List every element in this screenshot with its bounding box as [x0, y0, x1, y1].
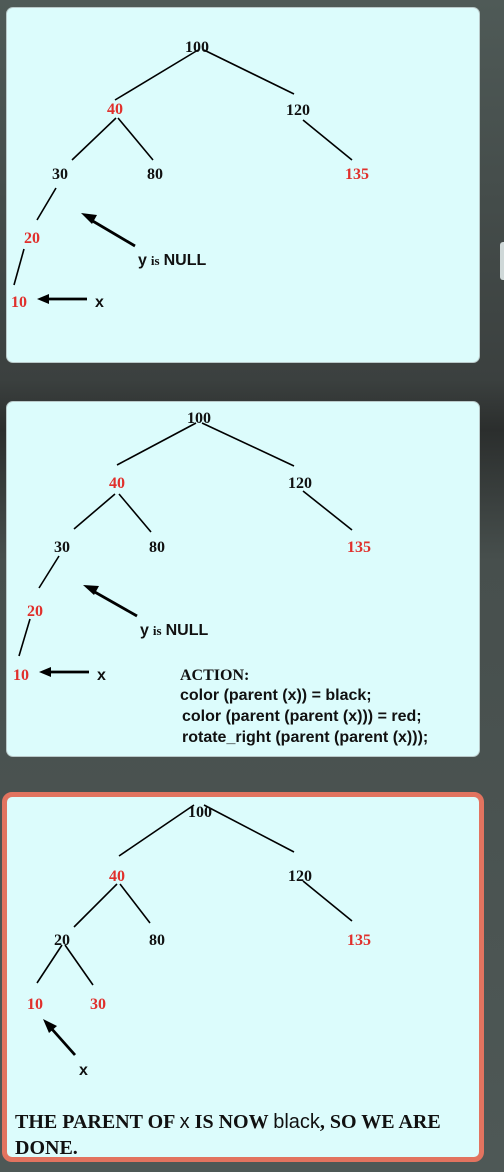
node-20: 20	[24, 230, 40, 247]
edge	[38, 555, 60, 589]
arrow-line	[92, 589, 138, 618]
arrow-head	[81, 213, 97, 224]
action-line-1: color (parent (x)) = black;	[180, 687, 372, 704]
edge	[18, 618, 31, 657]
node-30: 30	[54, 539, 70, 556]
edge	[117, 117, 154, 161]
node-40: 40	[107, 101, 123, 118]
node-40: 40	[109, 475, 125, 492]
conclusion-x: x	[179, 1111, 190, 1133]
edge	[118, 804, 195, 857]
conclusion-part: , SO WE ARE DONE.	[15, 1111, 441, 1159]
node-30: 30	[90, 996, 106, 1013]
node-80: 80	[147, 166, 163, 183]
node-135: 135	[347, 539, 371, 556]
side-tab	[500, 242, 504, 280]
node-135: 135	[345, 166, 369, 183]
node-10: 10	[13, 667, 29, 684]
edge	[64, 944, 94, 986]
conclusion-text: THE PARENT OF x IS NOW black, SO WE ARE …	[15, 1109, 481, 1161]
edge	[203, 804, 295, 853]
node-20: 20	[27, 603, 43, 620]
edge	[116, 422, 197, 466]
arrow-head	[39, 667, 51, 677]
edge	[36, 187, 57, 221]
action-heading: ACTION:	[180, 667, 249, 684]
action-line-3: rotate_right (parent (parent (x)));	[182, 729, 428, 746]
x-label: x	[95, 294, 104, 311]
edge	[13, 248, 25, 286]
edge	[302, 119, 353, 161]
node-120: 120	[286, 102, 310, 119]
arrow-head	[43, 1019, 57, 1033]
node-80: 80	[149, 539, 165, 556]
edge	[73, 883, 118, 928]
node-10: 10	[27, 996, 43, 1013]
arrow-head	[37, 294, 49, 304]
node-30: 30	[52, 166, 68, 183]
node-40: 40	[109, 868, 125, 885]
edge	[71, 117, 117, 161]
node-120: 120	[288, 475, 312, 492]
edge	[203, 49, 295, 95]
edge	[114, 49, 199, 101]
edge	[201, 422, 295, 467]
node-10: 10	[11, 294, 27, 311]
conclusion-part: IS NOW	[189, 1111, 274, 1133]
edge	[302, 880, 353, 922]
node-100: 100	[187, 410, 211, 427]
node-100: 100	[188, 804, 212, 821]
arrow-line	[49, 1027, 77, 1056]
action-line-2: color (parent (parent (x))) = red;	[182, 708, 422, 725]
edge	[73, 493, 116, 530]
node-80: 80	[149, 932, 165, 949]
node-120: 120	[288, 868, 312, 885]
x-label: x	[79, 1062, 88, 1079]
tree-diagram-3: 100 40 120 20 80 135 10 30 x	[27, 804, 371, 1079]
node-100: 100	[185, 39, 209, 56]
arrow-line	[90, 218, 136, 248]
conclusion-black: black	[273, 1111, 320, 1133]
slide-panel-3: 100 40 120 20 80 135 10 30 x THE PARENT …	[2, 792, 484, 1162]
edge	[119, 883, 151, 924]
edge	[36, 944, 63, 984]
edge	[118, 493, 152, 533]
arrow-head	[83, 585, 99, 595]
edge	[302, 490, 353, 531]
conclusion-part: THE PARENT OF	[15, 1111, 180, 1133]
x-label: x	[97, 667, 106, 684]
node-135: 135	[347, 932, 371, 949]
node-20: 20	[54, 932, 70, 949]
